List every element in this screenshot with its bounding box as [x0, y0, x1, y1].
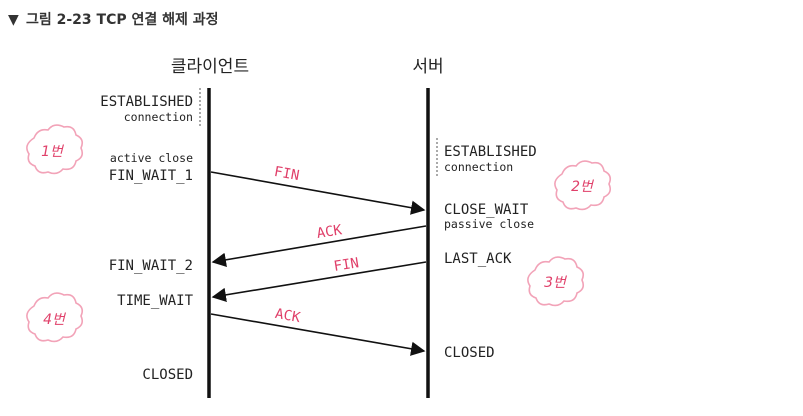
client-state-fin-wait-1: FIN_WAIT_1	[109, 168, 193, 184]
fin-arrow-1	[210, 171, 426, 215]
fin-arrow-2	[211, 261, 427, 303]
fin-label-2: FIN	[333, 255, 360, 275]
server-states: ESTABLISHED connection CLOSE_WAIT passiv…	[444, 144, 537, 361]
client-state-established: ESTABLISHED	[100, 94, 193, 110]
ack-label-2: ACK	[274, 306, 302, 326]
server-connection-label: connection	[444, 160, 513, 174]
server-state-last-ack: LAST_ACK	[444, 251, 512, 267]
caption-title: 그림 2-23 TCP 연결 해제 과정	[26, 11, 219, 28]
ack-label-1: ACK	[316, 222, 344, 242]
step-badge-1: 1번	[26, 124, 83, 175]
step-label-3: 3번	[544, 275, 567, 291]
step-badge-2: 2번	[554, 160, 611, 211]
message-arrows	[210, 171, 427, 356]
step-label-2: 2번	[571, 179, 594, 195]
step-badge-4: 4번	[26, 292, 83, 343]
server-state-close-wait: CLOSE_WAIT	[444, 202, 529, 218]
client-state-fin-wait-2: FIN_WAIT_2	[109, 258, 193, 274]
server-passive-close-label: passive close	[444, 217, 534, 231]
message-labels: FIN ACK FIN ACK	[273, 164, 360, 326]
step-label-1: 1번	[41, 144, 64, 160]
ack-arrow-1	[211, 225, 427, 267]
figure-caption: ▼ 그림 2-23 TCP 연결 해제 과정	[8, 11, 219, 28]
caption-marker-icon: ▼	[8, 12, 19, 28]
client-connection-label: connection	[124, 110, 193, 124]
ack-arrow-2	[210, 313, 426, 356]
step-label-4: 4번	[43, 312, 66, 328]
step-badge-3: 3번	[527, 256, 584, 307]
client-active-close-label: active close	[110, 151, 193, 165]
client-states: ESTABLISHED connection active close FIN_…	[100, 94, 193, 383]
server-state-established: ESTABLISHED	[444, 144, 537, 160]
server-header: 서버	[412, 57, 443, 77]
client-state-closed: CLOSED	[142, 367, 193, 383]
server-state-closed: CLOSED	[444, 345, 495, 361]
client-state-time-wait: TIME_WAIT	[117, 293, 193, 309]
fin-label-1: FIN	[273, 164, 301, 184]
client-header: 클라이언트	[171, 57, 249, 77]
